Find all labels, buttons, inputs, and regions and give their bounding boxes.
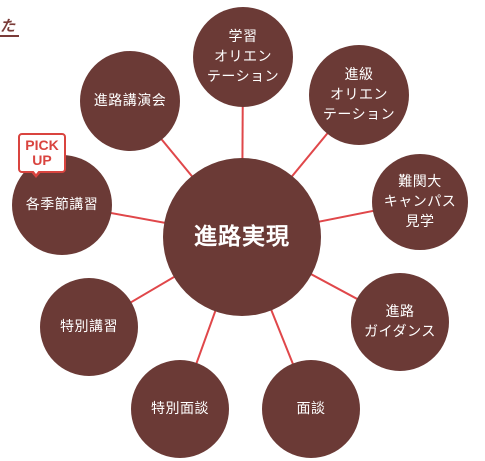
node-shinkyu-orientation[interactable]: 進級 オリエン テーション — [309, 45, 409, 145]
node-shinro-guidance[interactable]: 進路 ガイダンス — [351, 273, 449, 371]
pickup-badge-line1: PICK — [25, 137, 59, 153]
corner-text: た — [0, 18, 20, 37]
pickup-badge: PICK UP — [18, 133, 66, 173]
node-mendan[interactable]: 面談 — [262, 360, 360, 458]
pickup-badge-line2: UP — [32, 152, 52, 168]
node-center-shinro-jitsugen[interactable]: 進路実現 — [163, 158, 321, 316]
pickup-badge-tail — [30, 169, 42, 178]
node-shinro-koenkai[interactable]: 進路講演会 — [80, 51, 180, 151]
node-gakushu-orientation[interactable]: 学習 オリエン テーション — [193, 7, 293, 107]
node-tokubetsu-koshu[interactable]: 特別講習 — [40, 278, 138, 376]
node-nankandai-campus[interactable]: 難関大 キャンパス 見学 — [372, 154, 468, 250]
node-tokubetsu-mendan[interactable]: 特別面談 — [131, 360, 229, 458]
